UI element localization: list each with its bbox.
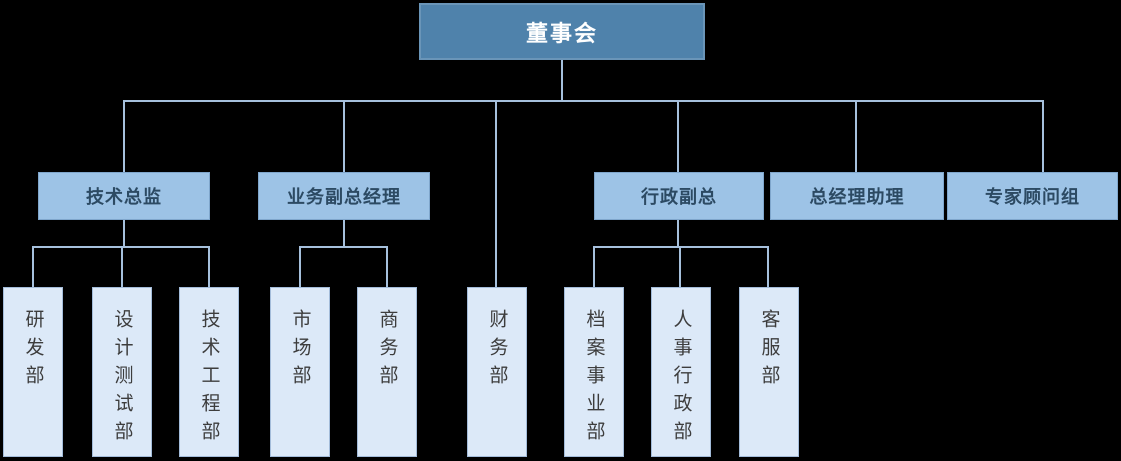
connector-drop-business [343, 100, 345, 172]
connector-drop-tech [123, 100, 125, 172]
connector-drop-hr-admin [679, 246, 681, 287]
connector-business-stub [343, 220, 345, 247]
node-gm-assistant-label: 总经理助理 [809, 187, 905, 207]
node-board: 董事会 [419, 3, 705, 60]
connector-drop-design-testing [121, 246, 123, 287]
connector-drop-archives [593, 246, 595, 287]
node-expert-advisors: 专家顾问组 [947, 172, 1118, 220]
node-hr-admin-dept: 人事行政部 [651, 287, 711, 457]
connector-rail-level2 [123, 100, 1044, 102]
node-customer-service-dept: 客服部 [739, 287, 799, 457]
node-marketing-dept: 市场部 [270, 287, 330, 457]
node-tech-engineering-dept-label: 技术工程部 [198, 309, 220, 449]
node-board-label: 董事会 [525, 20, 598, 46]
node-archives-dept: 档案事业部 [564, 287, 624, 457]
node-admin-deputy: 行政副总 [594, 172, 764, 220]
connector-drop-admin [677, 100, 679, 172]
connector-drop-tech-engineering [208, 246, 210, 287]
node-tech-engineering-dept: 技术工程部 [179, 287, 239, 457]
node-admin-deputy-label: 行政副总 [641, 187, 717, 207]
node-business-deputy-gm-label: 业务副总经理 [287, 187, 401, 207]
connector-drop-assistant [855, 100, 857, 172]
node-commerce-dept: 商务部 [357, 287, 417, 457]
connector-drop-rd [32, 246, 34, 287]
node-marketing-dept-label: 市场部 [289, 309, 311, 393]
node-finance-dept-label: 财务部 [486, 309, 508, 393]
node-rd-dept: 研发部 [3, 287, 63, 457]
connector-rail-business [299, 246, 388, 248]
node-design-testing-dept: 设计测试部 [92, 287, 152, 457]
connector-drop-finance [495, 100, 497, 287]
node-tech-director: 技术总监 [38, 172, 210, 220]
node-finance-dept: 财务部 [467, 287, 527, 457]
connector-admin-stub [677, 220, 679, 247]
connector-rail-admin [593, 246, 769, 248]
connector-drop-customer-service [767, 246, 769, 287]
node-archives-dept-label: 档案事业部 [583, 309, 605, 449]
connector-drop-commerce [386, 246, 388, 287]
node-commerce-dept-label: 商务部 [376, 309, 398, 393]
node-business-deputy-gm: 业务副总经理 [258, 172, 430, 220]
connector-drop-experts [1042, 100, 1044, 172]
node-design-testing-dept-label: 设计测试部 [111, 309, 133, 449]
connector-drop-marketing [299, 246, 301, 287]
node-tech-director-label: 技术总监 [86, 187, 162, 207]
connector-tech-stub [123, 220, 125, 247]
node-expert-advisors-label: 专家顾问组 [985, 187, 1080, 207]
node-hr-admin-dept-label: 人事行政部 [670, 309, 692, 449]
node-gm-assistant: 总经理助理 [770, 172, 944, 220]
node-rd-dept-label: 研发部 [22, 309, 44, 393]
node-customer-service-dept-label: 客服部 [758, 309, 780, 393]
connector-root-stub [561, 60, 563, 101]
